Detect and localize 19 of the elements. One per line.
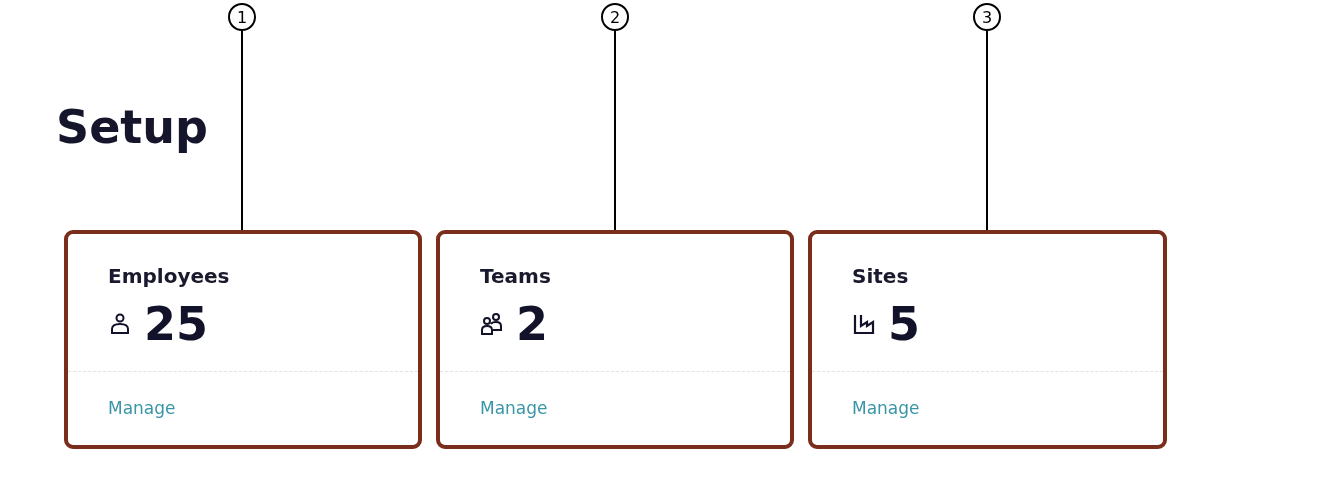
manage-link: Manage xyxy=(480,398,548,418)
page-heading: Setup xyxy=(56,100,208,154)
callout-number: 2 xyxy=(601,3,629,31)
leader-line xyxy=(241,30,243,233)
card-heading: Teams xyxy=(480,264,551,288)
card-heading: Employees xyxy=(108,264,230,288)
leader-line xyxy=(986,30,988,233)
manage-link: Manage xyxy=(108,398,176,418)
count-value: 2 xyxy=(516,298,548,350)
card xyxy=(436,230,794,449)
card xyxy=(64,230,422,449)
card-heading: Sites xyxy=(852,264,909,288)
callout-number: 1 xyxy=(228,3,256,31)
manage-link: Manage xyxy=(852,398,920,418)
count-value: 5 xyxy=(888,298,920,350)
leader-line xyxy=(614,30,616,233)
card xyxy=(808,230,1167,449)
count-value: 25 xyxy=(144,298,208,350)
callout-number: 3 xyxy=(973,3,1001,31)
